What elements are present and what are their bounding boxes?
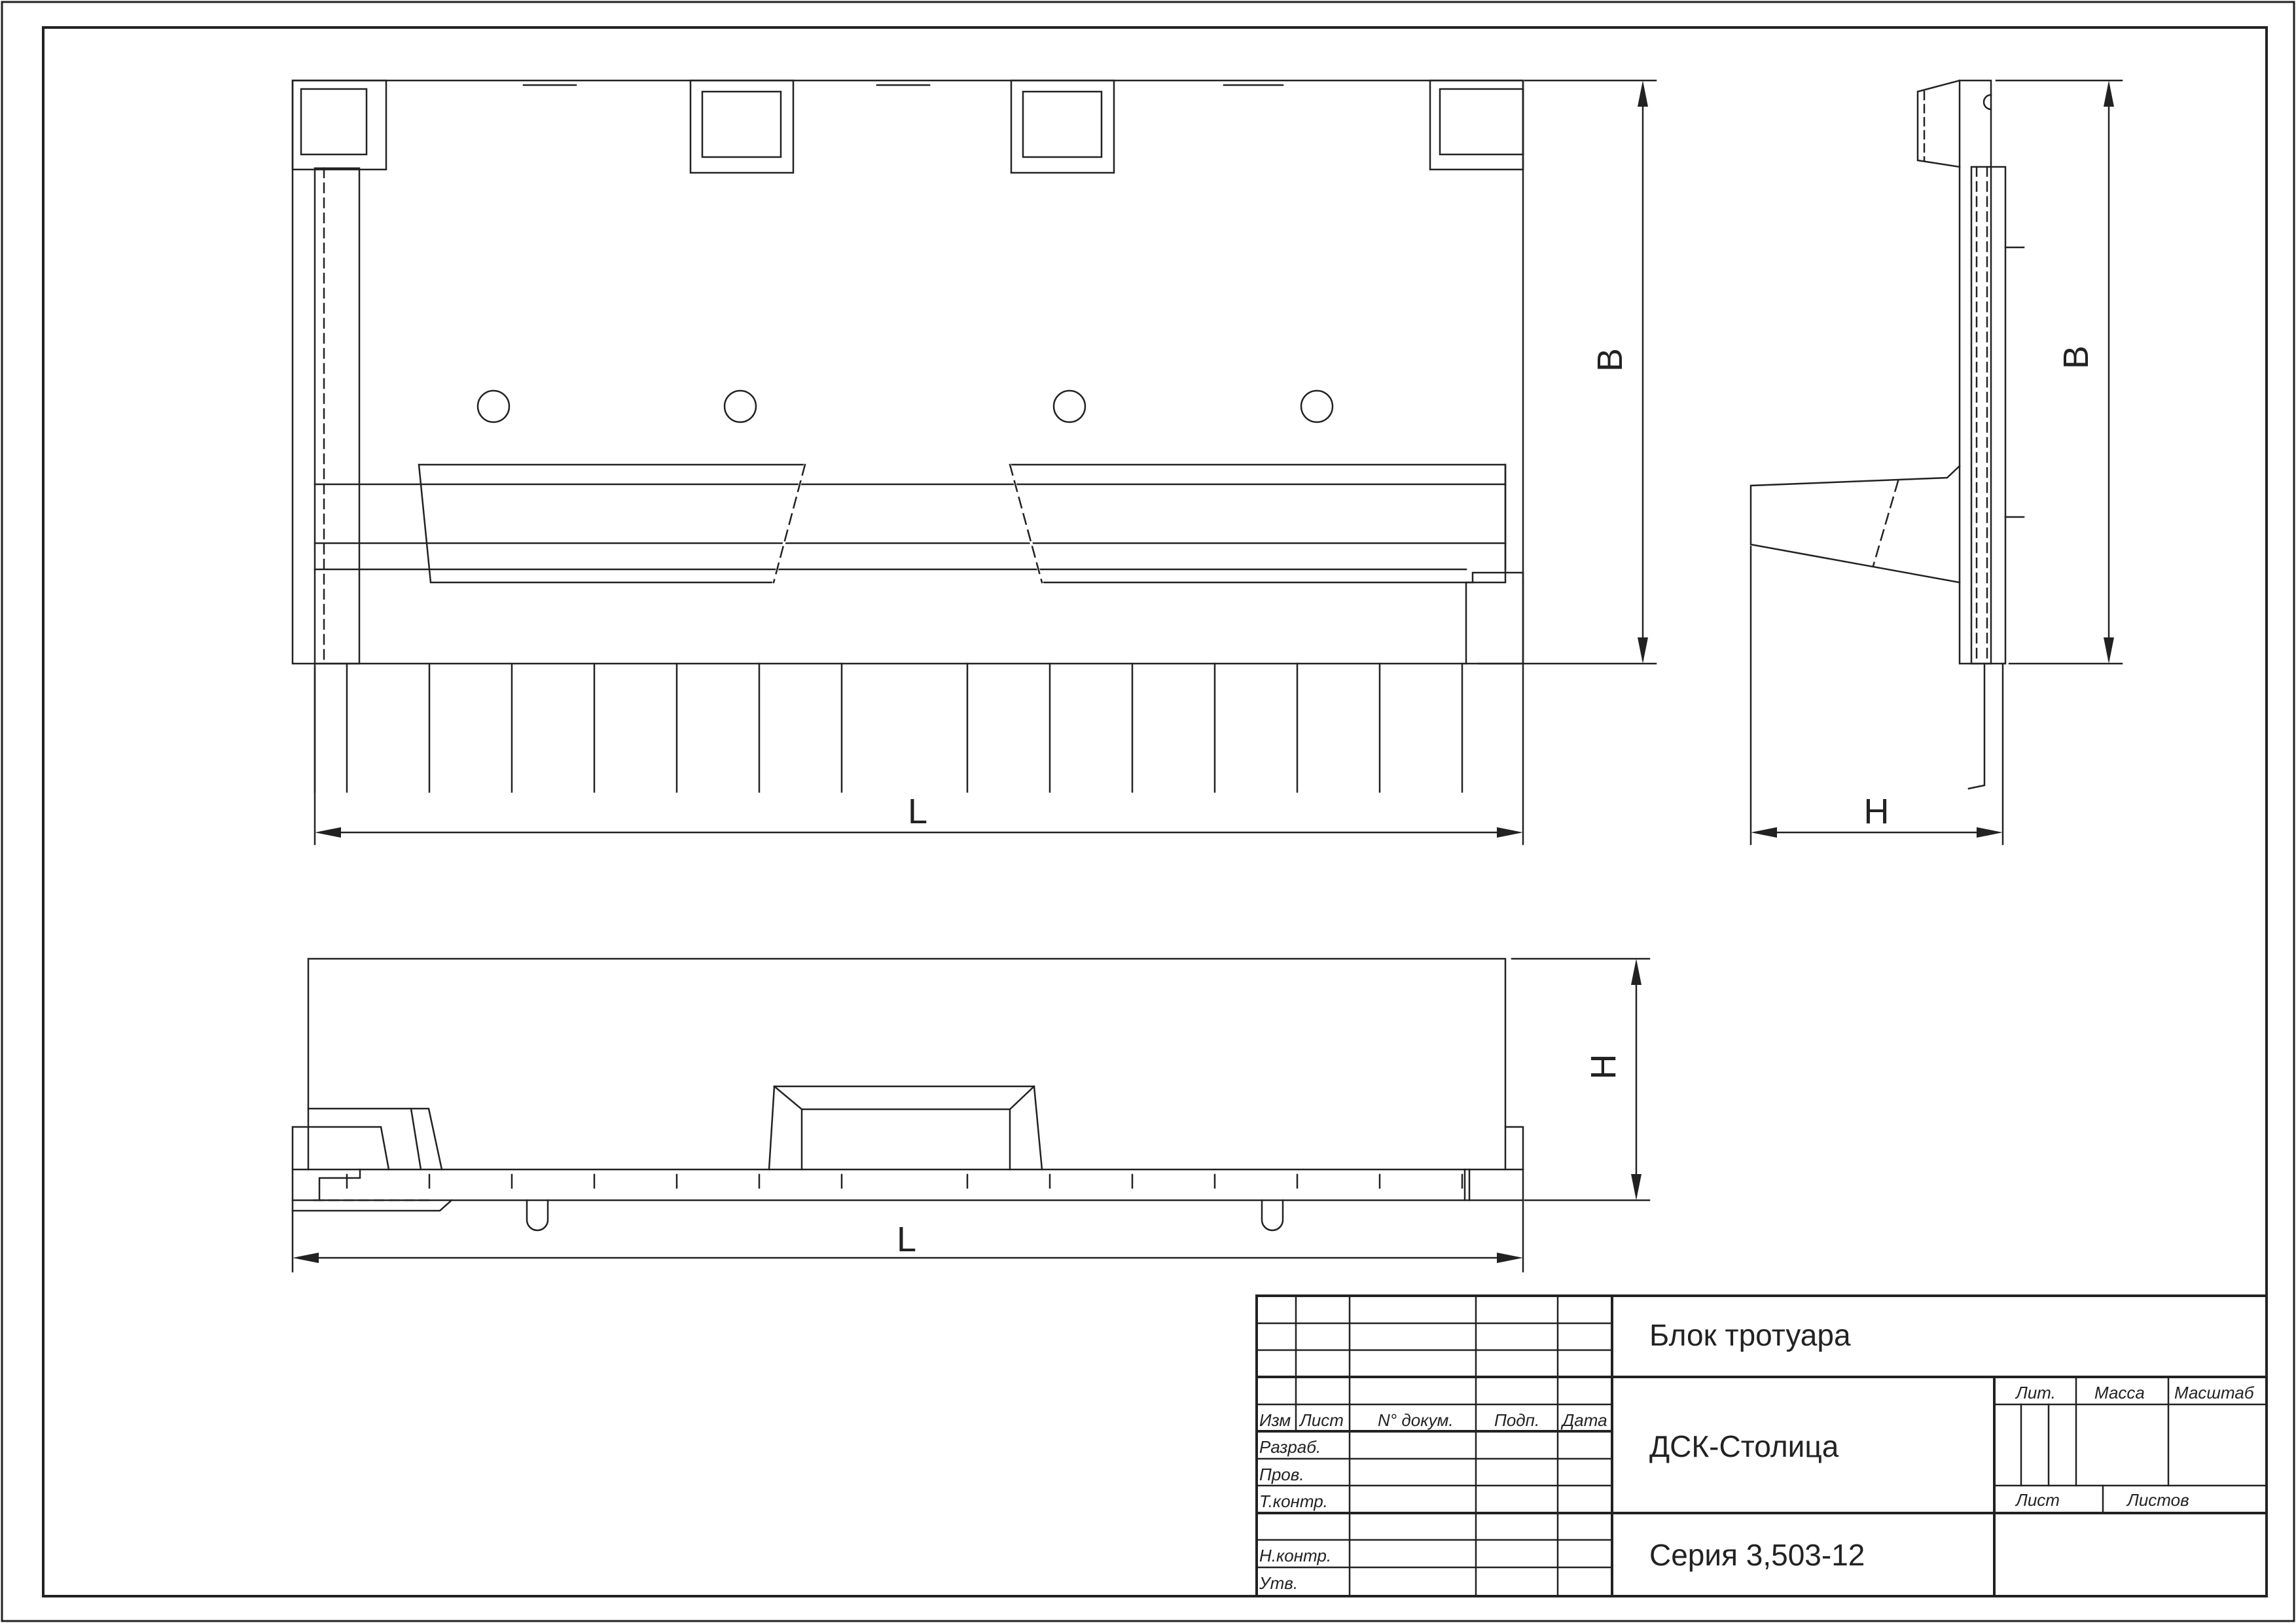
front-dim-l (314, 581, 1524, 846)
front-dim-l-label: L (908, 792, 927, 831)
side-dim-b-label: B (2056, 346, 2096, 369)
plan-ticks (346, 1173, 1463, 1189)
plan-view (291, 957, 1651, 1273)
front-holes (476, 389, 1334, 423)
col-doc-no: N° докум. (1378, 1410, 1454, 1430)
plan-outline (307, 957, 1507, 1171)
col-signature: Подп. (1494, 1410, 1539, 1430)
role-checked: Пров. (1259, 1465, 1304, 1484)
title-block (1255, 1294, 2268, 1597)
role-norm-control: Н.контр. (1259, 1546, 1331, 1565)
field-scale: Масштаб (2174, 1383, 2255, 1402)
plan-dim-h (1511, 957, 1651, 1202)
front-left-post (314, 167, 361, 665)
side-dim-h-label: H (1864, 792, 1890, 831)
plan-dim-l-label: L (897, 1220, 916, 1259)
front-dim-b-label: B (1590, 348, 1630, 372)
plan-dim-l (291, 1199, 1524, 1273)
plan-dim-h-label: H (1584, 1054, 1623, 1080)
role-approved: Утв. (1259, 1573, 1298, 1593)
col-change: Изм (1259, 1410, 1291, 1430)
field-mass: Масса (2094, 1383, 2145, 1402)
field-sheets: Листов (2126, 1490, 2189, 1510)
side-view (1749, 79, 2123, 846)
role-developed: Разраб. (1259, 1437, 1321, 1457)
front-rebars (314, 662, 1463, 793)
col-sheet: Лист (1299, 1410, 1344, 1430)
side-dim-h (1749, 545, 2004, 846)
inner-frame (42, 26, 2268, 1597)
front-dim-b (1478, 79, 1657, 665)
col-date: Дата (1560, 1410, 1607, 1430)
series-number: Серия 3,503-12 (1649, 1538, 1865, 1572)
field-sheet: Лист (2015, 1490, 2060, 1510)
front-outline (291, 79, 1524, 665)
front-loops (291, 79, 1524, 174)
organization-name: ДСК-Столица (1649, 1429, 1839, 1463)
drawing-title: Блок тротуара (1649, 1318, 1851, 1352)
front-view (291, 79, 1657, 846)
side-dim-b (1995, 79, 2123, 665)
field-letter: Лит. (2015, 1383, 2056, 1402)
role-tech-control: Т.контр. (1259, 1491, 1328, 1511)
